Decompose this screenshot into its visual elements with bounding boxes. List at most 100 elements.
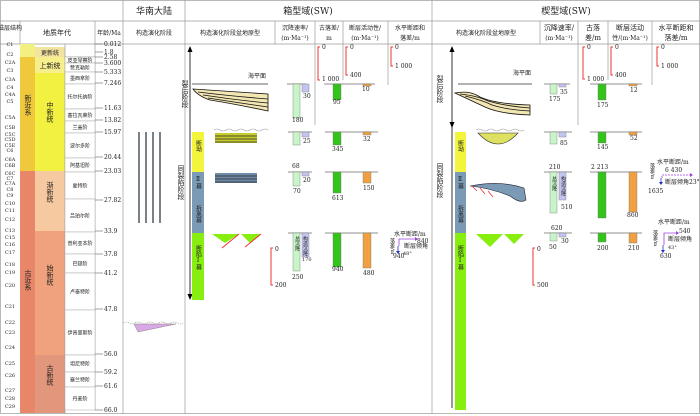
box-total-bar-label: 总沉降 (294, 235, 300, 252)
wedge-rift-throw-value: 630 (660, 253, 672, 260)
chron-label: C26 (5, 373, 15, 379)
col-wedge-subsidence-1: 沉降速率/ (544, 23, 575, 32)
wedge-total-bar-label: 总沉降 (551, 175, 557, 192)
wedge-rift-paleo-value: 200 (597, 245, 609, 252)
box-rift-total-value: 250 (292, 274, 304, 281)
chron-label: C9 (6, 193, 13, 199)
stage-list: 皮亚琴察阶赞克勒阶墨西拿阶托尔托纳阶塞拉瓦莱阶兰盖阶波尔多阶阿基坦阶夏特阶吕珀尔… (64, 56, 96, 411)
chron-label: C11 (5, 208, 15, 214)
box-rift1-block (192, 233, 204, 300)
wedge-offset-diagram-rift: 水平断距/m 540 落差/m 断层倾角 43° 630 (652, 218, 692, 260)
box-horiz-title: 水平断距/m (394, 230, 426, 238)
system-neogene: 新近系 (24, 94, 32, 116)
wedge-fault-scale-min: 0 (615, 44, 619, 51)
eocene-block (35, 231, 65, 355)
box-detachment-label: 拆离幕 (195, 204, 202, 224)
box-horiz-value: 840 (417, 238, 429, 245)
wedge-tectonic-bar-label: 构造沉降 (560, 175, 566, 197)
chron-label: C4 (6, 85, 13, 91)
box-post-rift-label: 裂后阶段 (181, 79, 189, 109)
chron-label: C3A (5, 77, 16, 83)
chron-label: C24 (5, 345, 15, 351)
stage-cell (64, 386, 96, 411)
col-wedge-fault-2: 性/(m·Ma⁻¹) (612, 34, 648, 42)
col-box-horiz-1: 水平断距和 (395, 24, 425, 32)
wedge-det-horiz-value: 6 430 (665, 167, 682, 174)
age-label: 47.8 (104, 306, 118, 313)
age-label: 20.44 (104, 154, 121, 161)
stage-label: 兰盖阶 (72, 124, 87, 131)
wedge-paleo-scale-max: 1 000 (587, 76, 604, 83)
wedge-horiz-scale-max: 1 000 (661, 63, 678, 70)
age-label: 23.03 (104, 168, 121, 175)
chron-label: C6C (5, 171, 16, 177)
col-age-ma: 年龄/Ma (97, 29, 121, 37)
wedge-post-rift-label: 裂后阶段 (436, 74, 444, 104)
wedge-sag-paleo-bar (597, 131, 607, 144)
wedge-rift-total-bar (549, 232, 558, 242)
box-throw-value: 940 (393, 253, 405, 260)
box-fault-scale-max: 400 (350, 72, 362, 79)
chron-label: C21 (5, 304, 15, 310)
stage-cell (64, 198, 96, 233)
chron-label: C19 (5, 270, 15, 276)
box-rift-scale-min: 0 (275, 246, 279, 253)
wedge-rift-scale-min: 0 (537, 246, 541, 253)
wedge-detachment-label: 拆离幕 (457, 204, 464, 224)
neogene-block (20, 57, 35, 171)
system-paleogene: 古近系 (24, 269, 32, 291)
header-box-domain: 箱型域(SW) (283, 5, 332, 17)
col-tectonic-stage: 构造演化阶段 (136, 29, 172, 37)
wedge-post-fault-value: 12 (630, 87, 638, 94)
wedge-det-horiz-title: 水平断距/m (657, 158, 689, 166)
box-sag-tectonic-bar (301, 131, 310, 138)
wedge-det-throw-label: 落差/m (649, 162, 655, 179)
wedge-post-tectonic-bar (558, 83, 567, 88)
header-wedge-domain: 楔型域(SW) (541, 5, 590, 17)
wedge-sag-fault-bar (628, 131, 638, 136)
chron-label: C5E (5, 143, 16, 149)
wedge-rift-total-value: 50 (549, 244, 557, 251)
stage-label: 坦尼特阶 (70, 361, 90, 368)
wedge-syn-rift-label: 同裂陷阶段 (436, 163, 444, 199)
age-label: 61.6 (104, 383, 118, 390)
geologic-timescale: 新近系 古近系 更新统 上新统 中新统 渐新统 始新统 古新统 (20, 44, 66, 413)
stage-label: 丹麦阶 (72, 396, 87, 403)
wedge-sag-paleo-value: 145 (597, 144, 609, 151)
box-tectonic-bar-label: 构造沉降 (302, 235, 308, 257)
stage-cell (64, 171, 96, 200)
wedge-rift-tectonic-bar (558, 232, 567, 238)
age-label: 2.58 (104, 54, 118, 61)
chron-label: C6 (6, 148, 13, 154)
col-box-paleo-1: 古落差/ (319, 24, 340, 32)
box-horiz-scale-min: 0 (395, 44, 399, 51)
wedge-detachment-block (455, 172, 466, 233)
box-syn-rift-label: 同裂陷阶段 (177, 165, 185, 201)
stage-cell (64, 132, 96, 159)
chron-label: C6B (5, 163, 16, 169)
wedge-post-total-bar (549, 83, 558, 95)
wedge-rift-horiz-title: 水平断距/m (658, 218, 690, 226)
wedge-det-fault-bar (628, 171, 638, 213)
wedge-rift-horiz-value: 540 (679, 228, 691, 235)
box-fault-scale-min: 0 (350, 44, 354, 51)
wedge-post-rift-strata (453, 91, 531, 116)
oligocene-block (35, 171, 65, 231)
wedge-rift-dip-value: 43° (668, 245, 677, 251)
age-label: 37.8 (104, 251, 118, 258)
box-rift-total-bar (292, 232, 301, 272)
wedge-sag-tectonic-value: 85 (560, 140, 568, 147)
wedge-bars (549, 83, 638, 244)
box-post-paleo-value: 95 (333, 99, 341, 106)
chron-label: C1 (6, 42, 13, 48)
box-rift-tectonic-value: 170 (302, 257, 312, 263)
age-label: 5.333 (104, 69, 121, 76)
box-rift1-label: 断陷Ⅰ幕 (195, 244, 202, 271)
box-det-paleo-value: 613 (332, 195, 344, 202)
purple-wedge-icon (133, 323, 177, 333)
box-throw-label: 落差/m (389, 237, 395, 254)
wedge-det-total-bar (549, 171, 558, 214)
box-rift-tectonic-bar (301, 232, 310, 258)
stage-label: 夏特阶 (72, 183, 87, 190)
